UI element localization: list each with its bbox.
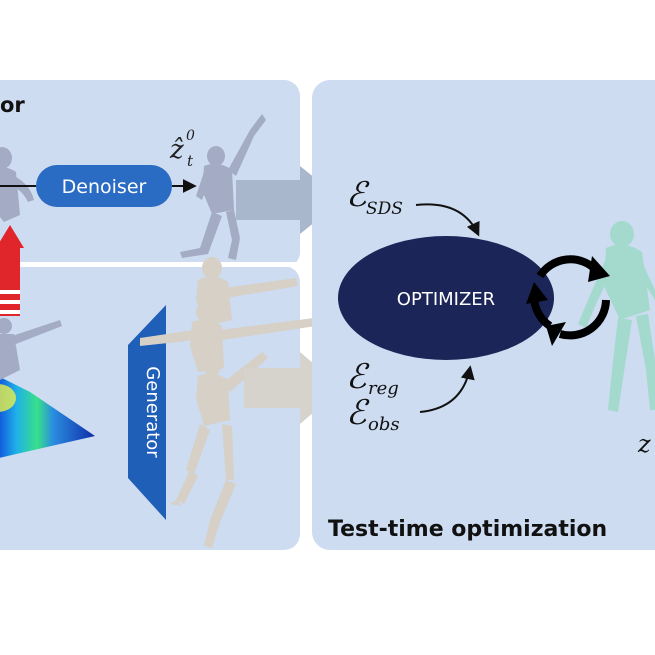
heatmap-plane (0, 318, 95, 458)
svg-text:obs: obs (368, 414, 400, 435)
pose-figure-on-plane (0, 318, 62, 380)
optimizer-label: OPTIMIZER (397, 289, 495, 310)
panel-divider (0, 262, 300, 267)
right-panel: ℰ SDS ℰ reg ℰ obs OPTIMIZER (312, 80, 655, 550)
arrow-reg-obs-to-optimizer (419, 365, 475, 413)
left-panel: or Denoiser (0, 80, 342, 550)
svg-text:t: t (187, 152, 194, 170)
pose-figure-optimized (578, 221, 655, 412)
svg-text:0: 0 (186, 128, 195, 144)
denoiser-label: Denoiser (62, 176, 147, 198)
iteration-cycle-arrowheads (526, 256, 610, 346)
left-panel-title-fragment: or (0, 93, 25, 117)
generator-block (128, 305, 166, 520)
svg-text:ẑ: ẑ (169, 135, 184, 165)
red-arrow-up (0, 225, 24, 316)
optimizer-block (338, 236, 554, 360)
pose-figure-upper-left (0, 147, 34, 222)
svg-text:SDS: SDS (366, 199, 403, 219)
denoiser-block (36, 165, 172, 207)
output-z-label: z (637, 430, 651, 458)
svg-text:ℰ: ℰ (346, 175, 370, 215)
z-hat-label: ẑ t 0 (169, 128, 195, 170)
generator-label: Generator (142, 366, 163, 458)
svg-text:ℰ: ℰ (346, 393, 370, 433)
arrow-sds-to-optimizer (415, 203, 480, 237)
right-panel-title: Test-time optimization (328, 517, 607, 542)
pose-figure-denoised (180, 114, 266, 260)
svg-text:reg: reg (368, 378, 399, 399)
loss-sds: ℰ SDS (346, 175, 403, 219)
pose-sequence-generated (140, 257, 316, 548)
svg-text:ℰ: ℰ (346, 357, 370, 397)
loss-reg: ℰ reg (346, 357, 399, 399)
loss-obs: ℰ obs (346, 393, 400, 435)
